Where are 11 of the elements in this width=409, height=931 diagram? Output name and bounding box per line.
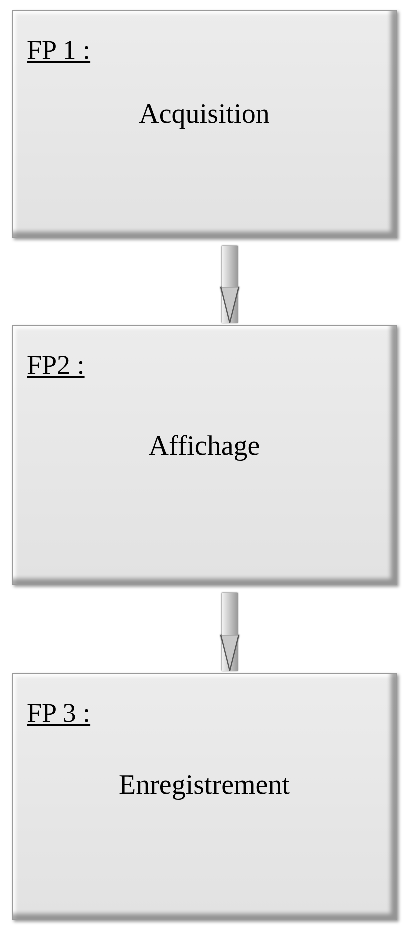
arrow — [220, 593, 240, 672]
process-box — [12, 10, 397, 238]
arrow — [220, 246, 240, 324]
function-heading: FP 3 : — [27, 698, 91, 729]
process-box — [12, 673, 397, 920]
function-heading: FP2 : — [27, 350, 85, 381]
function-label: Enregistrement — [118, 770, 292, 802]
process-box — [12, 325, 397, 585]
function-heading: FP 1 : — [27, 35, 91, 66]
function-label: Acquisition — [138, 99, 271, 131]
function-label: Affichage — [148, 431, 262, 463]
